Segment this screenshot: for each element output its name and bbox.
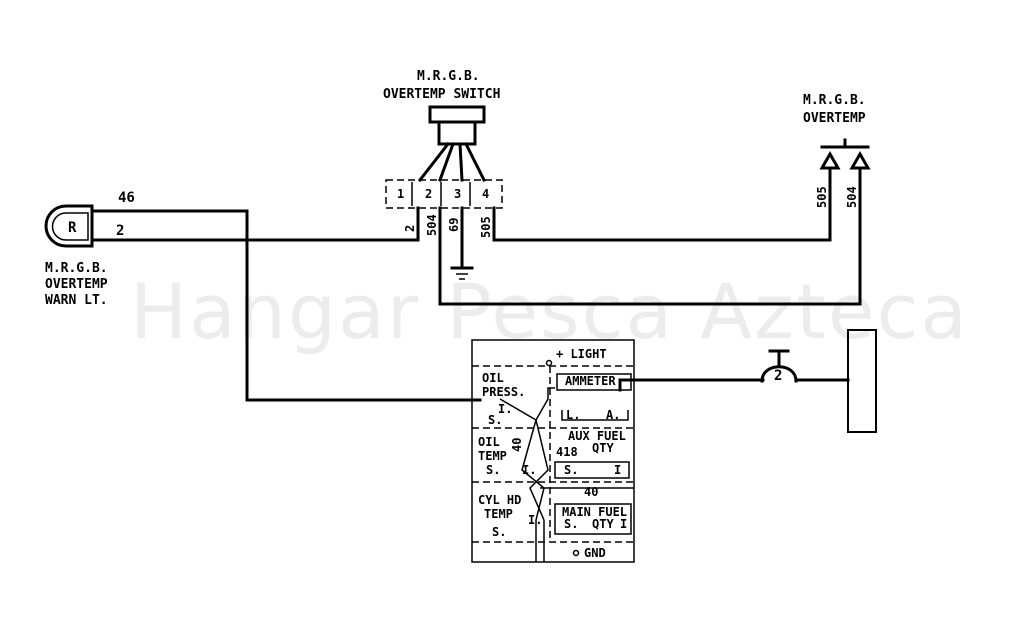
- panel-cyl-2: TEMP: [484, 507, 513, 521]
- panel-oil-press-2: PRESS.: [482, 385, 525, 399]
- switch-wire-504-label: 504: [425, 214, 439, 236]
- main-fuel-box: [554, 503, 632, 535]
- sensor-wire-504-label: 504: [845, 186, 859, 208]
- panel-gnd: GND: [584, 546, 606, 560]
- wire-ammeter-run: [618, 378, 765, 392]
- switch-wire-505-label: 505: [479, 216, 493, 238]
- ammeter-terminals: [561, 410, 629, 421]
- switch-lead-1: [417, 141, 451, 183]
- panel-i3: I: [614, 463, 621, 477]
- switch-pin-4: 4: [482, 187, 489, 201]
- warn-light-label-2: OVERTEMP: [45, 277, 108, 292]
- switch-pin-2: 2: [425, 187, 432, 201]
- overtemp-warn-light: R M.R.G.B. OVERTEMP WARN LT.: [44, 204, 108, 308]
- panel-aux-fuel-2: QTY: [592, 441, 614, 455]
- panel-i5: I: [620, 517, 627, 531]
- switch-head: [428, 105, 486, 124]
- sensor-terminal-504: [849, 150, 871, 170]
- switch-connector: [385, 179, 503, 209]
- panel-ammeter: AMMETER: [565, 374, 616, 388]
- panel-light: + LIGHT: [556, 347, 607, 361]
- watermark: Hangar Pesca Azteca: [130, 267, 969, 356]
- panel-s5: S.: [564, 517, 578, 531]
- switch-body: [437, 120, 477, 146]
- warn-light-label-1: M.R.G.B.: [45, 261, 108, 276]
- switch-wire-69-label: 69: [447, 218, 461, 232]
- panel-a: A.: [606, 408, 620, 422]
- switch-lead-4: [463, 141, 487, 183]
- panel-oil-press-1: OIL: [482, 371, 504, 385]
- aux-fuel-box: [554, 461, 630, 479]
- panel-wire40-mid: 40: [584, 485, 598, 499]
- panel-i1: I.: [498, 402, 512, 416]
- panel-wire-40: [521, 419, 545, 521]
- warn-light-inner: [51, 212, 89, 241]
- panel-s1: S.: [488, 413, 502, 427]
- panel-cyl-1: CYL HD: [478, 493, 521, 507]
- panel-s3: S.: [564, 463, 578, 477]
- gnd-terminal: [572, 549, 580, 557]
- panel-oil-temp-1: OIL: [478, 435, 500, 449]
- warn-light-label-3: WARN LT.: [45, 293, 108, 308]
- panel-i4: I.: [528, 513, 542, 527]
- switch-pin-1: 1: [397, 187, 404, 201]
- breaker-arc: [760, 365, 798, 383]
- light-terminal: [545, 359, 553, 367]
- panel-wire40-left: 40: [510, 438, 524, 452]
- ground-symbol: [450, 266, 474, 280]
- wire-46-label: 46: [118, 190, 135, 206]
- panel-wire-press: [499, 387, 555, 422]
- panel-oil-temp-2: TEMP: [478, 449, 507, 463]
- switch-lead-3: [458, 142, 464, 182]
- instrument-panel: + LIGHT OIL PRESS. AMMETER S. I. L. A. O…: [471, 339, 635, 563]
- switch-label-2: OVERTEMP SWITCH: [383, 87, 500, 102]
- circuit-breaker: 2: [760, 349, 798, 384]
- panel-wire-cross: [529, 419, 549, 521]
- power-bus-bar: [847, 329, 877, 433]
- panel-aux-fuel-1: AUX FUEL: [568, 429, 626, 443]
- overtemp-sensor: M.R.G.B. OVERTEMP 505 504: [803, 93, 871, 306]
- warn-light-outline: [44, 204, 94, 248]
- wire-2-label: 2: [116, 223, 124, 239]
- panel-l: L.: [566, 408, 580, 422]
- panel-s4: S.: [492, 525, 506, 539]
- switch-label-1: M.R.G.B.: [417, 69, 480, 84]
- switch-pin-3: 3: [454, 187, 461, 201]
- ammeter-box: [556, 373, 632, 391]
- sensor-terminal-505: [819, 150, 841, 170]
- panel-i2: I.: [522, 463, 536, 477]
- panel-outline: [471, 339, 635, 563]
- sensor-label-1: M.R.G.B.: [803, 93, 866, 108]
- warn-light-letter: R: [68, 220, 77, 236]
- switch-wire-2-label: 2: [403, 225, 417, 232]
- panel-s2: S.: [486, 463, 500, 477]
- breaker-rating: 2: [774, 368, 782, 384]
- overtemp-switch: M.R.G.B. OVERTEMP SWITCH 1 2 3 4: [383, 69, 503, 209]
- panel-main-fuel-2: QTY: [592, 517, 614, 531]
- panel-wire418: 418: [556, 445, 578, 459]
- panel-main-fuel-1: MAIN FUEL: [562, 505, 627, 519]
- switch-lead-2: [438, 142, 455, 182]
- sensor-label-2: OVERTEMP: [803, 111, 866, 126]
- sensor-wire-505-label: 505: [815, 186, 829, 208]
